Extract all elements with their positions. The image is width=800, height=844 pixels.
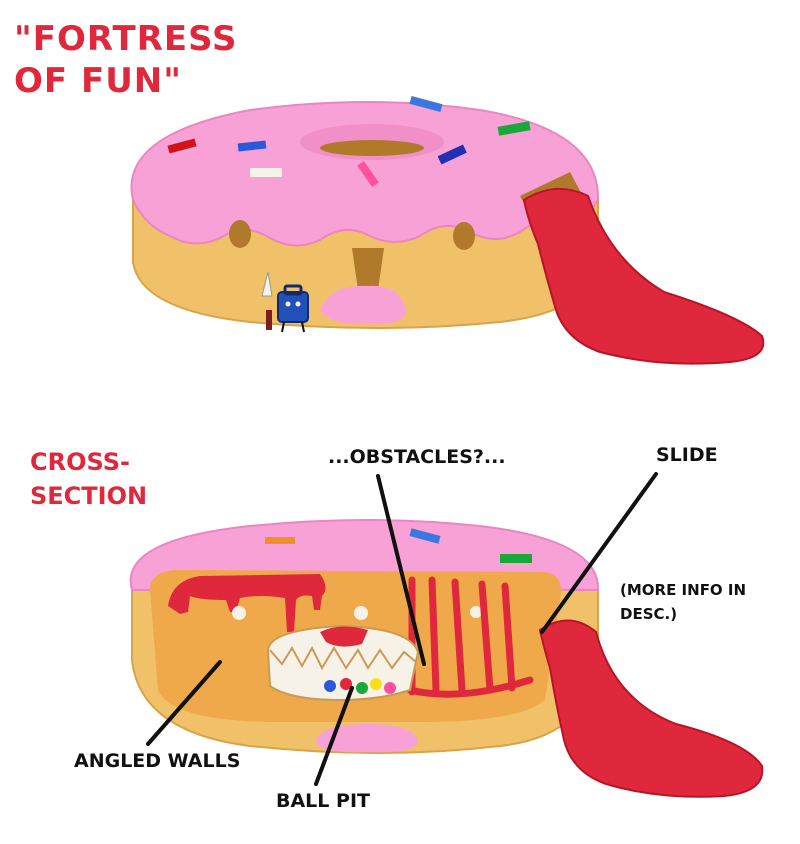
window-left: [229, 220, 251, 248]
section-sprinkle-blue: [409, 528, 441, 544]
cross-section-title: CROSS- SECTION: [30, 448, 148, 510]
inner-window-right: [470, 606, 482, 618]
slide-cross-section: [538, 619, 764, 798]
obstacles-pointer: [376, 474, 426, 666]
ball-pit: [266, 624, 420, 702]
angled-walls-pointer: [146, 660, 222, 746]
slide-exterior: [522, 187, 765, 365]
ball-pit-pointer: [314, 686, 354, 786]
page-title: "FORTRESS OF FUN": [14, 19, 238, 101]
inner-window-left: [232, 606, 246, 620]
window-right: [453, 222, 475, 250]
callout-lines: [146, 472, 658, 786]
label-slide: SLIDE: [656, 444, 718, 466]
donut-exterior: [130, 95, 600, 329]
donut-hole-inner: [320, 140, 424, 156]
section-sprinkle-orange: [265, 537, 295, 544]
donut-cross-section: [129, 519, 600, 754]
label-obstacles: ...OBSTACLES?...: [328, 446, 506, 468]
label-ball-pit: BALL PIT: [276, 790, 370, 812]
jam-drips: [168, 574, 326, 632]
entrance-bump: [320, 285, 406, 325]
donut-door: [352, 248, 384, 290]
inner-window-mid: [354, 606, 368, 620]
section-entrance: [316, 724, 418, 753]
section-sprinkle-green: [500, 554, 532, 563]
slide-pointer: [540, 472, 658, 634]
label-angled-walls: ANGLED WALLS: [74, 750, 241, 772]
sprinkles-top: [167, 95, 531, 187]
label-more-info: (MORE INFO IN DESC.): [620, 581, 747, 623]
character: [261, 271, 309, 333]
